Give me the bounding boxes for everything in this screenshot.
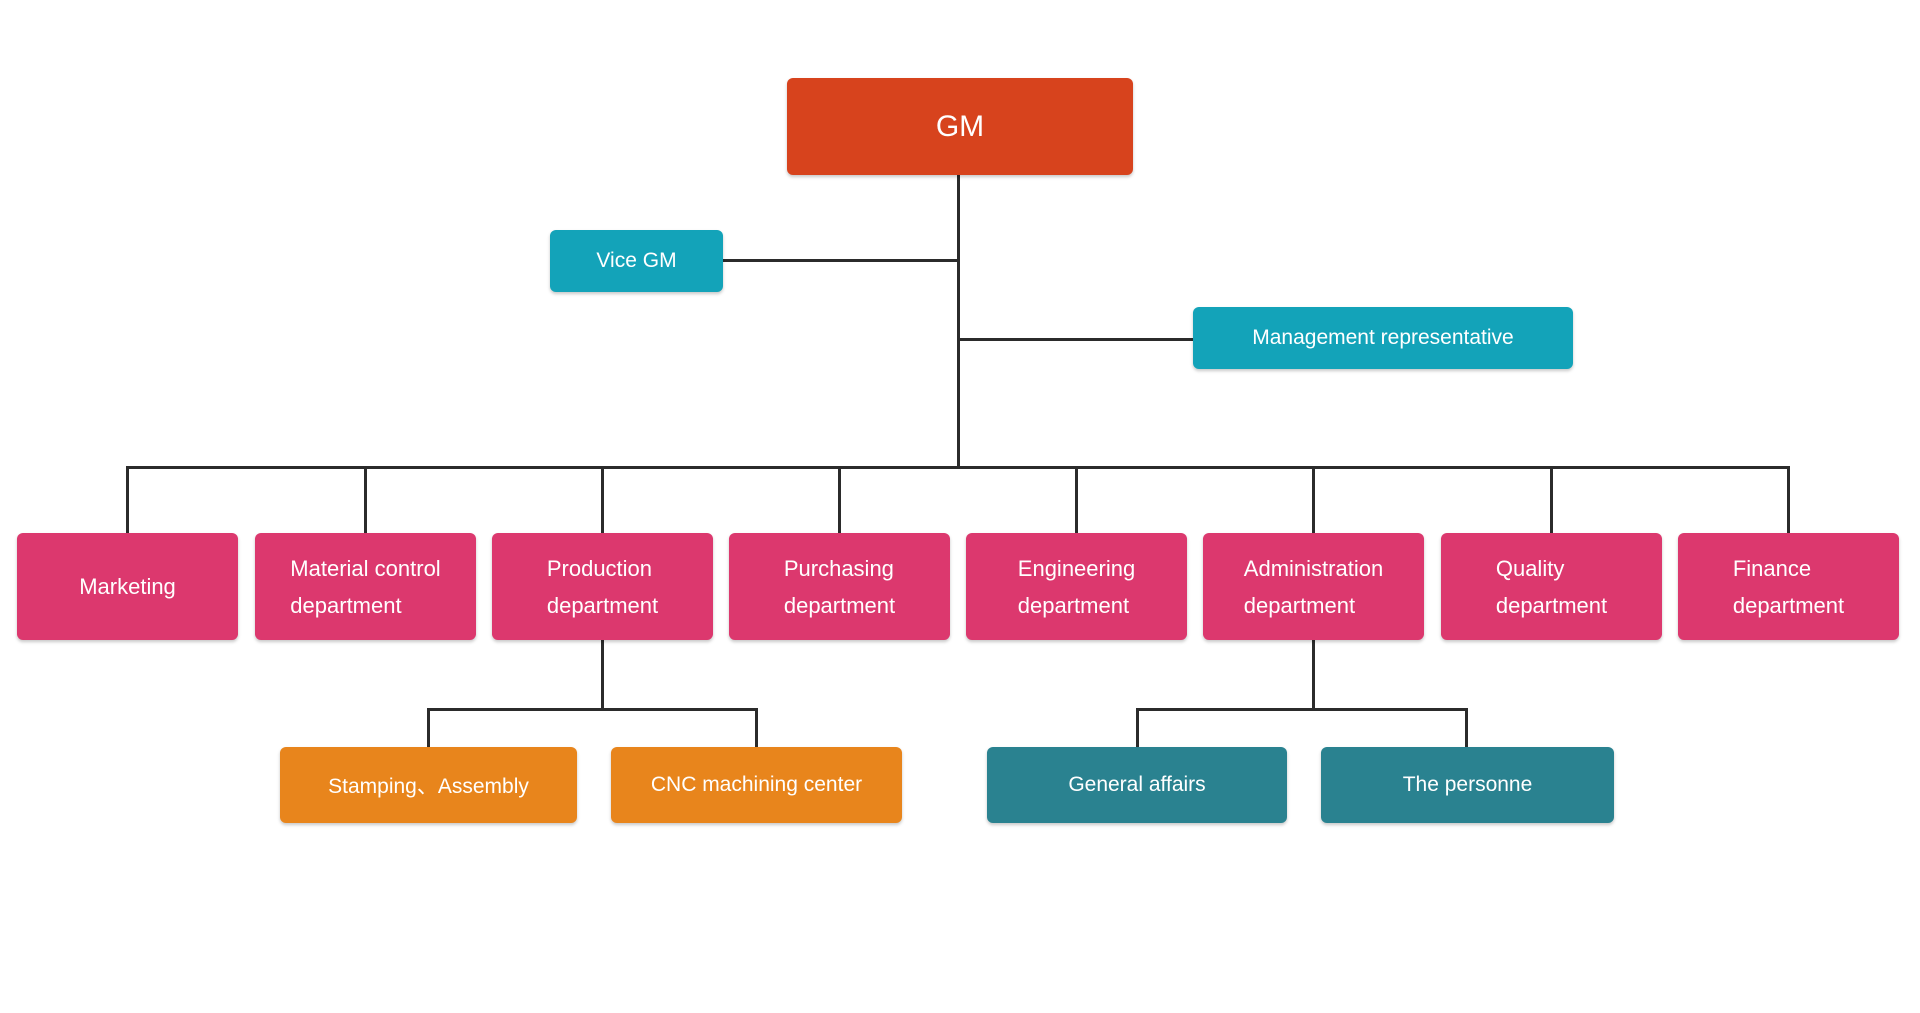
- connector-drop-cnc-machining-center: [755, 708, 758, 747]
- connector-management-representative-branch: [959, 338, 1193, 341]
- label-line: department: [783, 592, 896, 618]
- node-purchasing-department[interactable]: Purchasing department: [729, 533, 950, 640]
- node-material-control-department[interactable]: Material control department: [255, 533, 476, 640]
- label-line: Production: [546, 555, 653, 581]
- connector-gm-trunk: [957, 175, 960, 469]
- connector-administration-stem: [1312, 640, 1315, 711]
- node-material-control-department-label: Material control department: [290, 550, 440, 624]
- node-general-affairs-label: General affairs: [1068, 773, 1206, 796]
- label-line: Material control: [290, 555, 441, 581]
- connector-departments-bus: [126, 466, 1790, 469]
- label-line: Engineering: [1017, 555, 1136, 581]
- label-line: Administration: [1243, 555, 1384, 581]
- node-engineering-department-label: Engineering department: [1018, 550, 1135, 624]
- node-administration-department[interactable]: Administration department: [1203, 533, 1424, 640]
- connector-drop-quality: [1550, 466, 1553, 533]
- label-line: department: [290, 592, 402, 618]
- connector-production-bus: [427, 708, 758, 711]
- label-line: department: [546, 592, 659, 618]
- connector-vice-gm-branch: [723, 259, 959, 262]
- node-cnc-machining-center[interactable]: CNC machining center: [611, 747, 902, 823]
- label-line: Marketing: [79, 574, 176, 599]
- node-gm[interactable]: GM: [787, 78, 1133, 175]
- node-engineering-department[interactable]: Engineering department: [966, 533, 1187, 640]
- connector-drop-stamping-assembly: [427, 708, 430, 747]
- node-vice-gm-label: Vice GM: [596, 249, 677, 272]
- label-line: Quality: [1495, 555, 1565, 581]
- node-finance-department-label: Finance department: [1733, 550, 1844, 624]
- node-production-department-label: Production department: [547, 550, 658, 624]
- connector-drop-material-control: [364, 466, 367, 533]
- node-finance-department[interactable]: Finance department: [1678, 533, 1899, 640]
- connector-drop-the-personne: [1465, 708, 1468, 747]
- connector-drop-marketing: [126, 466, 129, 533]
- node-general-affairs[interactable]: General affairs: [987, 747, 1287, 823]
- label-line: department: [1017, 592, 1130, 618]
- node-quality-department[interactable]: Quality department: [1441, 533, 1662, 640]
- label-line: department: [1732, 592, 1845, 618]
- node-gm-label: GM: [935, 109, 985, 143]
- connector-drop-general-affairs: [1136, 708, 1139, 747]
- connector-drop-administration: [1312, 466, 1315, 533]
- node-vice-gm[interactable]: Vice GM: [550, 230, 723, 292]
- node-cnc-machining-center-label: CNC machining center: [650, 773, 863, 796]
- node-management-representative[interactable]: Management representative: [1193, 307, 1573, 369]
- node-the-personne-label: The personne: [1402, 773, 1533, 796]
- node-the-personne[interactable]: The personne: [1321, 747, 1614, 823]
- node-purchasing-department-label: Purchasing department: [784, 550, 895, 624]
- connector-drop-purchasing: [838, 466, 841, 533]
- node-stamping-assembly[interactable]: Stamping、Assembly: [280, 747, 577, 823]
- label-line: department: [1495, 592, 1608, 618]
- connector-drop-production: [601, 466, 604, 533]
- node-marketing[interactable]: Marketing: [17, 533, 238, 640]
- connector-administration-bus: [1136, 708, 1468, 711]
- connector-production-stem: [601, 640, 604, 711]
- node-management-representative-label: Management representative: [1252, 326, 1514, 349]
- connector-drop-engineering: [1075, 466, 1078, 533]
- label-line: department: [1243, 592, 1356, 618]
- label-line: Purchasing: [783, 555, 894, 581]
- label-line: Finance: [1732, 555, 1812, 581]
- node-marketing-label: Marketing: [79, 568, 176, 605]
- node-stamping-assembly-label: Stamping、Assembly: [328, 775, 529, 798]
- node-quality-department-label: Quality department: [1496, 550, 1607, 624]
- node-administration-department-label: Administration department: [1244, 550, 1383, 624]
- node-production-department[interactable]: Production department: [492, 533, 713, 640]
- connector-drop-finance: [1787, 466, 1790, 533]
